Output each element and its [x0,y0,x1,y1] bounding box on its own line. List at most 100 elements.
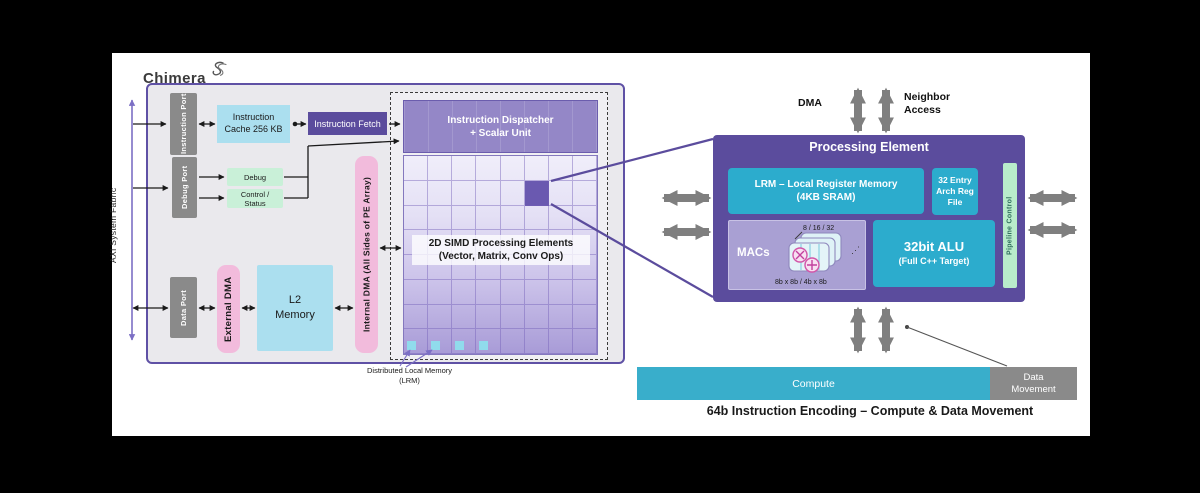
data-movement-field: Data Movement [990,367,1077,400]
pe-cell [500,304,525,330]
pe-cell [572,304,597,330]
instruction-port: Instruction Port [170,93,197,155]
macs-precision-label: 8b x 8b / 4b x 8b [775,279,827,286]
compute-field: Compute [637,367,990,400]
dlm-label-line1: Distributed Local Memory [366,366,453,375]
pe-cell [524,279,549,305]
debug-box: Debug [227,168,283,186]
macs-label: MACs [737,247,770,259]
axi-fabric-label: AXI System Fabric [108,187,118,263]
data-port: Data Port [170,277,197,338]
pe-cell [524,329,549,354]
macs-ellipsis: ⋰ [851,245,860,255]
control-status-box: Control / Status [227,189,283,208]
lrm-square [431,341,441,350]
dlm-label-line2: (LRM) [399,376,420,386]
pe-title: Processing Element [809,140,929,154]
instruction-fetch: Instruction Fetch [308,112,387,135]
pe-cell [548,180,573,206]
pe-pipeline-control: Pipeline Control [1003,163,1017,288]
pe-arch-reg: 32 Entry Arch Reg File [932,168,978,215]
dispatcher-line1: Instruction Dispatcher [447,114,554,126]
pe-neighbor-line2: Access [904,104,941,117]
pe-cell [404,329,429,354]
pe-alu: 32bit ALU (Full C++ Target) [873,220,995,287]
pe-cell [452,255,477,280]
pe-lrm: LRM – Local Register Memory (4KB SRAM) [728,168,924,214]
instruction-cache: Instruction Cache 256 KB [217,105,290,143]
pe-cell [404,304,429,330]
data-movement-line2: Movement [1011,383,1056,395]
alu-line2: (Full C++ Target) [898,256,970,267]
internal-dma: Internal DMA (All Sides of PE Array) [355,156,378,353]
pe-cell [524,156,549,181]
pe-cell [572,180,597,206]
pe-cell [428,205,453,231]
pe-cell [548,156,573,181]
pe-cell [500,180,525,206]
pe-cell [404,156,429,181]
pe-neighbor-line1: Neighbor [904,91,951,103]
lrm-square [479,341,489,350]
pe-cell [500,329,525,354]
pe-cell [572,279,597,305]
pe-cell [452,304,477,330]
external-dma: External DMA [217,265,240,353]
instruction-dispatcher: Instruction Dispatcher + Scalar Unit [403,100,598,153]
l2-memory: L2 Memory [257,265,333,351]
pe-cell-highlighted [524,180,549,206]
instruction-cache-line2: Cache 256 KB [224,124,283,134]
pe-cell [548,304,573,330]
debug-port: Debug Port [172,157,197,218]
instruction-cache-line1: Instruction [232,112,275,123]
pe-cell [476,279,501,305]
pe-cell [500,279,525,305]
pe-cell [476,329,501,354]
chimera-logo: Chimera [143,61,228,88]
lrm-square [407,341,416,350]
pe-cell [452,329,477,354]
pe-cell [452,180,477,206]
simd-label: 2D SIMD Processing Elements (Vector, Mat… [412,235,590,265]
pe-cell [404,205,429,231]
chimera-swirl-icon [212,61,227,76]
pe-cell [404,255,429,280]
l2-line1: L2 [288,294,302,307]
pe-cell [428,329,453,354]
arch-reg-line2: Arch Reg [936,185,974,196]
pe-lrm-line1: LRM – Local Register Memory [754,178,898,190]
pe-lrm-line2: (4KB SRAM) [796,192,856,203]
lrm-square [455,341,465,350]
pe-cell [452,156,477,181]
pe-cell [548,329,573,354]
data-movement-line1: Data [1023,371,1044,383]
pe-cell [524,304,549,330]
pe-cell [428,156,453,181]
alu-line1: 32bit ALU [903,239,965,255]
pe-cell [476,304,501,330]
pe-cell [428,304,453,330]
control-status-line2: Status [244,198,266,208]
pe-cell [476,156,501,181]
pe-dma-label: DMA [798,97,822,109]
pe-cell [428,180,453,206]
l2-line2: Memory [275,309,315,321]
pe-cell [548,279,573,305]
pe-cell [524,205,549,231]
pe-cell [476,255,501,280]
dlm-label: Distributed Local Memory (LRM) [352,366,467,386]
macs-widths-label: 8 / 16 / 32 [803,225,835,232]
pe-cell [476,180,501,206]
pe-cell [500,205,525,231]
pe-cell [500,156,525,181]
encoding-caption: 64b Instruction Encoding – Compute & Dat… [706,404,1034,418]
pe-cell [452,279,477,305]
pe-cell [572,329,597,354]
control-status-line1: Control / [240,189,270,199]
pe-cell [452,205,477,231]
pe-macs: MACs 8 / 16 / 32 8b x 8b / 4b x 8b ⋰ [728,220,866,290]
arch-reg-line3: File [947,197,963,208]
pe-cell [524,255,549,280]
pe-neighbor-label: Neighbor Access [904,91,950,117]
